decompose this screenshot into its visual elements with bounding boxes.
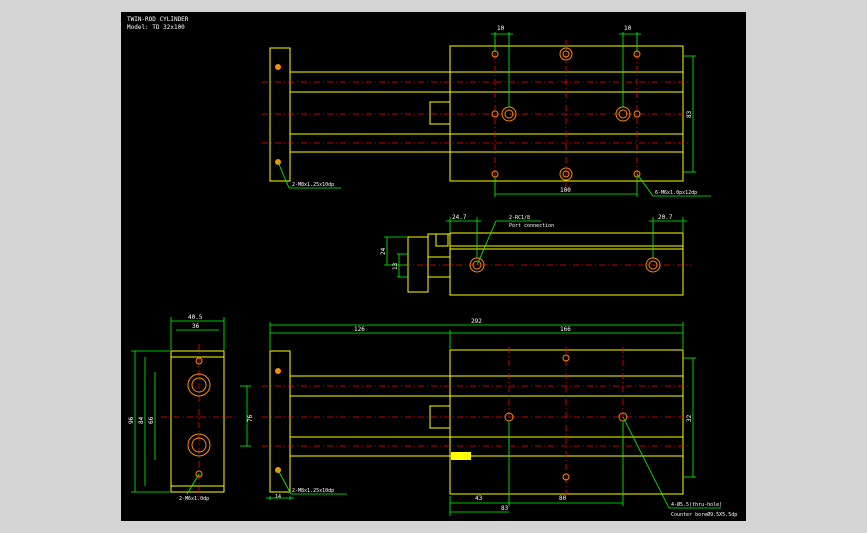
end-note: 2-M6x1.0dp	[179, 496, 209, 502]
end-dim-small: 14	[275, 494, 281, 500]
front-dim-vert: 32	[686, 414, 693, 422]
side-port-sub: Port connection	[509, 223, 554, 229]
side-end-plate	[407, 236, 429, 293]
front-body	[449, 349, 684, 495]
side-dim-left: 24.7	[452, 214, 467, 221]
nameplate	[451, 452, 471, 460]
end-dim-w1: 40.5	[188, 314, 203, 321]
side-port-note: 2-RC1/8	[509, 215, 530, 221]
front-dim-overall: 292	[471, 318, 482, 325]
side-dim-v1: 24	[380, 247, 387, 255]
cad-drawing: TWIN-ROD CYLINDER Model: TD 32x100	[127, 16, 737, 518]
top-dimensions	[277, 32, 711, 197]
front-dim-right: 166	[560, 326, 571, 333]
front-note-right: 4-Ø5.5(thru-hole)	[671, 501, 722, 508]
top-plate-hole-1	[275, 64, 281, 70]
end-holes	[187, 357, 211, 478]
front-body-holes	[504, 354, 628, 481]
end-dim-h2: 84	[138, 416, 145, 424]
front-note-left: 2-M8x1.25x10dp	[292, 488, 334, 494]
side-ports	[469, 257, 661, 273]
top-dim-left: 10	[497, 25, 505, 32]
top-dim-bottom: 100	[560, 187, 571, 194]
title-line-1: TWIN-ROD CYLINDER	[127, 16, 189, 23]
end-dim-h3: 66	[148, 416, 155, 424]
front-dim-left: 126	[354, 326, 365, 333]
top-body	[449, 45, 684, 182]
front-dim-b3: 83	[501, 505, 509, 512]
title-line-2: Model: TD 32x100	[127, 24, 185, 31]
end-dim-w2: 36	[192, 323, 200, 330]
side-dimensions	[384, 217, 687, 278]
end-plate	[170, 350, 225, 493]
top-note-right: 6-M6x1.0px12dp	[655, 190, 697, 196]
top-end-plate	[269, 47, 291, 182]
end-dimensions	[131, 317, 294, 500]
side-view: 24.7 20.7 2-RC1/8 Port connection 24 13	[380, 214, 691, 296]
front-dim-b1: 43	[475, 495, 483, 502]
top-note-left: 2-M8x1.25x10dp	[292, 182, 334, 188]
drawing-sheet: TWIN-ROD CYLINDER Model: TD 32x100	[121, 12, 746, 521]
end-dim-h4: 76	[247, 414, 254, 422]
top-dim-vert: 83	[686, 110, 693, 118]
end-view: 40.5 36 96 84 66 76 2-M6x1.0dp 14	[128, 314, 294, 502]
front-view: 292 126 166 32 43 80 83 2-M8x1.25x10dp 4…	[262, 318, 737, 518]
top-dim-right: 10	[624, 25, 632, 32]
top-view: 10 10 100 83 2-M8x1.25x10dp 6-M6x1.0px12…	[262, 25, 711, 197]
front-end-plate	[269, 350, 291, 493]
side-body	[449, 232, 684, 296]
side-dim-right: 20.7	[658, 214, 673, 221]
end-dim-h1: 96	[128, 416, 135, 424]
front-dimensions	[269, 322, 721, 516]
side-dim-v2: 13	[392, 262, 399, 270]
front-dim-b2: 80	[559, 495, 567, 502]
front-note-right-2: Counter boreØ9.5X5.5dp	[671, 511, 737, 518]
